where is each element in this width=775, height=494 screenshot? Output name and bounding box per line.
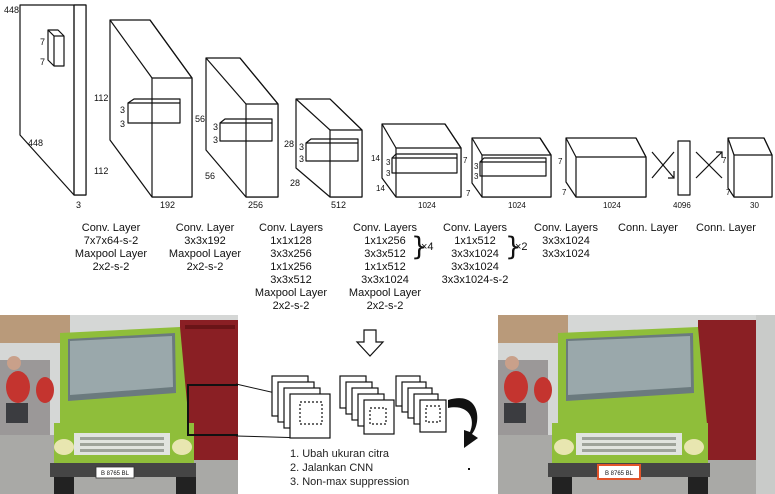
- step-3: 3. Non-max suppression: [290, 476, 410, 488]
- block-5: [471, 137, 552, 198]
- layer-label-7: Conn. Layer: [618, 222, 678, 234]
- layer-label-8: Conn. Layer: [696, 222, 756, 234]
- block2-kernel-a: 3: [213, 122, 219, 132]
- block4-kernel-b: 3: [386, 169, 391, 178]
- block1-size-a: 112: [94, 93, 109, 103]
- block4-size-b: 14: [376, 184, 385, 193]
- repeat-brace-4: }: [411, 232, 428, 262]
- repeat-count-2: ×2: [515, 241, 528, 253]
- detection-bounding-box: [597, 464, 641, 480]
- block4-size-a: 14: [371, 154, 380, 163]
- block3-kernel-a: 3: [299, 142, 305, 152]
- block3-channels: 512: [331, 200, 347, 210]
- input-channels: 3: [76, 200, 82, 210]
- block-1: [109, 19, 193, 198]
- fc1-channels: 4096: [673, 201, 691, 210]
- block5-channels: 1024: [508, 201, 526, 210]
- output-truck-photo: B 8765 BL: [498, 315, 775, 494]
- grid-cell-highlight: [187, 384, 238, 436]
- block5-kernel-b: 3: [474, 172, 479, 181]
- block6-size-a: 7: [558, 157, 563, 166]
- output-size-b: 7: [726, 188, 731, 197]
- block3-kernel-b: 3: [299, 154, 305, 164]
- repeat-brace-2: }: [505, 232, 522, 262]
- output-arrow-icon: [448, 398, 478, 448]
- block3-size-a: 28: [284, 139, 295, 149]
- block2-channels: 256: [248, 200, 264, 210]
- repeat-count-4: ×4: [421, 241, 434, 253]
- block2-kernel-b: 3: [213, 135, 219, 145]
- left-plate-text: B 8765 BL: [101, 471, 130, 477]
- input-size-top: 448: [4, 5, 20, 15]
- fc-4096-bar: [677, 140, 691, 196]
- output-size-a: 7: [722, 156, 727, 165]
- block1-kernel-a: 3: [120, 105, 126, 115]
- yolo-architecture-diagram: [19, 4, 773, 198]
- step-1: 1. Ubah ukuran citra: [290, 448, 390, 460]
- block-6: [565, 137, 647, 198]
- process-steps: 1. Ubah ukuran citra 2. Jalankan CNN 3. …: [290, 447, 409, 489]
- fc-connection-arrows: [651, 151, 723, 179]
- block2-size-a: 56: [195, 114, 206, 124]
- block-3: [295, 98, 363, 198]
- block1-channels: 192: [160, 200, 176, 210]
- dot-mark: [468, 468, 470, 470]
- output-block: [727, 137, 773, 198]
- block-2: [205, 57, 279, 198]
- input-kernel-a: 7: [40, 37, 46, 47]
- block4-kernel-a: 3: [386, 158, 391, 167]
- block4-channels: 1024: [418, 201, 436, 210]
- input-truck-photo: B 8765 BL: [0, 315, 238, 494]
- block5-size-b: 7: [466, 189, 471, 198]
- block1-kernel-b: 3: [120, 119, 126, 129]
- input-size-side: 448: [28, 138, 44, 148]
- block-4: [381, 123, 462, 198]
- down-arrow-icon: [355, 329, 385, 357]
- block2-size-b: 56: [205, 171, 216, 181]
- input-kernel-b: 7: [40, 57, 46, 67]
- block1-size-b: 112: [94, 166, 109, 176]
- right-plate-text: B 8765 BL: [605, 471, 634, 477]
- block6-size-b: 7: [562, 188, 567, 197]
- cnn-stack-illustration: [271, 375, 478, 448]
- block6-channels: 1024: [603, 201, 621, 210]
- input-kernel: [47, 29, 65, 67]
- block3-size-b: 28: [290, 178, 301, 188]
- step-2: 2. Jalankan CNN: [290, 462, 374, 474]
- block5-kernel-a: 3: [474, 162, 479, 171]
- output-channels: 30: [750, 201, 759, 210]
- block5-size-a: 7: [463, 156, 468, 165]
